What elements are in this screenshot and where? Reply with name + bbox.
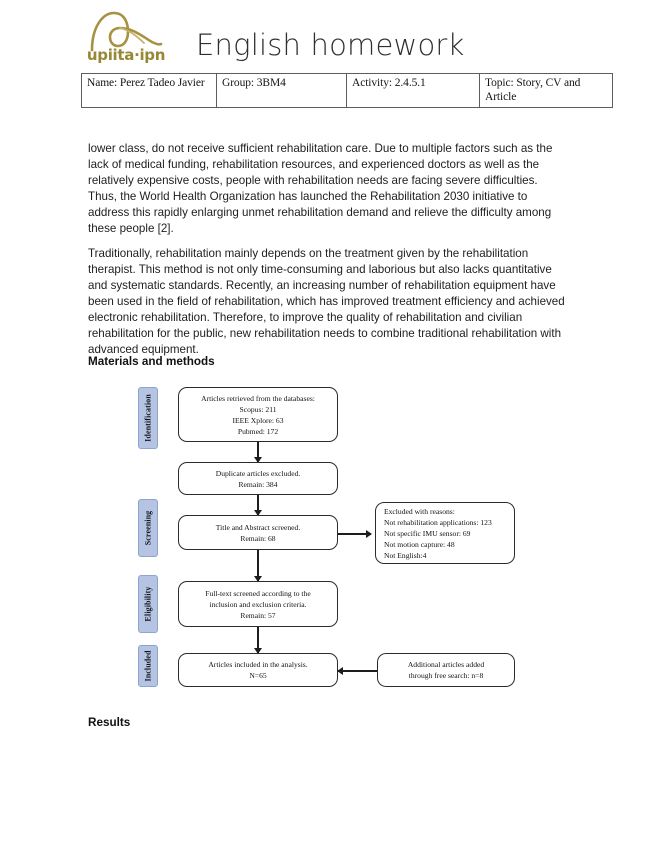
- table-row: Name: Perez Tadeo Javier Group: 3BM4 Act…: [81, 72, 613, 109]
- flow-box-full-text-line2: inclusion and exclusion criteria.: [209, 599, 307, 609]
- stage-label-screening-text: Screening: [143, 510, 153, 546]
- flow-box-duplicates-line2: Remain: 384: [238, 479, 278, 489]
- section-heading-materials: Materials and methods: [88, 355, 215, 368]
- info-cell-activity: Activity: 2.4.5.1: [346, 72, 480, 109]
- student-info-table: Name: Perez Tadeo Javier Group: 3BM4 Act…: [81, 72, 613, 109]
- flow-box-title-abstract: Title and Abstract screened. Remain: 68: [178, 515, 338, 550]
- info-cell-topic: Topic: Story, CV and Article: [479, 72, 613, 109]
- stage-label-included-text: Included: [143, 650, 153, 682]
- flow-box-excluded-reasons: Excluded with reasons: Not rehabilitatio…: [375, 502, 515, 564]
- body-paragraph-1: lower class, do not receive sufficient r…: [88, 141, 553, 236]
- stage-label-eligibility: Eligibility: [138, 575, 158, 633]
- section-heading-results: Results: [88, 716, 131, 729]
- flow-box-full-text: Full-text screened according to the incl…: [178, 581, 338, 627]
- stage-label-identification: Identification: [138, 387, 158, 449]
- document-header: upiita·ipn English homework: [0, 0, 655, 70]
- flow-box-included: Articles included in the analysis. N=65: [178, 653, 338, 687]
- upiita-logo: upiita·ipn: [80, 10, 172, 68]
- flow-box-title-abstract-line2: Remain: 68: [240, 533, 276, 543]
- page-title: English homework: [196, 28, 465, 62]
- flow-box-identification-line3: IEEE Xplore: 63: [232, 415, 284, 425]
- flow-box-excluded-line5: Not English:4: [384, 550, 427, 560]
- flow-box-full-text-line3: Remain: 57: [240, 610, 276, 620]
- flow-box-identification: Articles retrieved from the databases: S…: [178, 387, 338, 442]
- flow-box-excluded-line3: Not specific IMU sensor: 69: [384, 528, 471, 538]
- flow-box-additional-line2: through free search: n=8: [408, 671, 484, 680]
- logo-wordmark: upiita·ipn: [86, 46, 166, 64]
- flow-box-included-line2: N=65: [249, 671, 267, 680]
- stage-label-screening: Screening: [138, 499, 158, 557]
- body-paragraph-2: Traditionally, rehabilitation mainly dep…: [88, 246, 565, 357]
- flow-box-excluded-line1: Excluded with reasons:: [384, 506, 455, 516]
- prisma-flow-diagram: Identification Screening Eligibility Inc…: [130, 383, 530, 688]
- stage-label-eligibility-text: Eligibility: [143, 586, 153, 622]
- flow-box-excluded-line4: Not motion capture: 48: [384, 539, 455, 549]
- flow-box-identification-line4: Pubmed: 172: [237, 426, 279, 436]
- flow-box-title-abstract-line1: Title and Abstract screened.: [215, 522, 301, 532]
- flow-box-additional-articles: Additional articles added through free s…: [377, 653, 515, 687]
- flow-box-included-line1: Articles included in the analysis.: [208, 660, 308, 669]
- flow-box-identification-line2: Scopus: 211: [239, 404, 277, 414]
- flow-box-additional-line1: Additional articles added: [407, 660, 485, 669]
- upiita-swirl-logo-icon: [90, 11, 163, 52]
- stage-label-included: Included: [138, 645, 158, 687]
- flow-box-full-text-line1: Full-text screened according to the: [205, 588, 311, 598]
- info-cell-name: Name: Perez Tadeo Javier: [81, 72, 217, 109]
- info-cell-group: Group: 3BM4: [216, 72, 347, 109]
- flow-box-duplicates: Duplicate articles excluded. Remain: 384: [178, 462, 338, 495]
- flow-box-identification-line1: Articles retrieved from the databases:: [201, 393, 315, 403]
- stage-label-identification-text: Identification: [143, 394, 153, 442]
- flow-box-excluded-line2: Not rehabilitation applications: 123: [384, 517, 492, 527]
- flow-box-duplicates-line1: Duplicate articles excluded.: [215, 468, 301, 478]
